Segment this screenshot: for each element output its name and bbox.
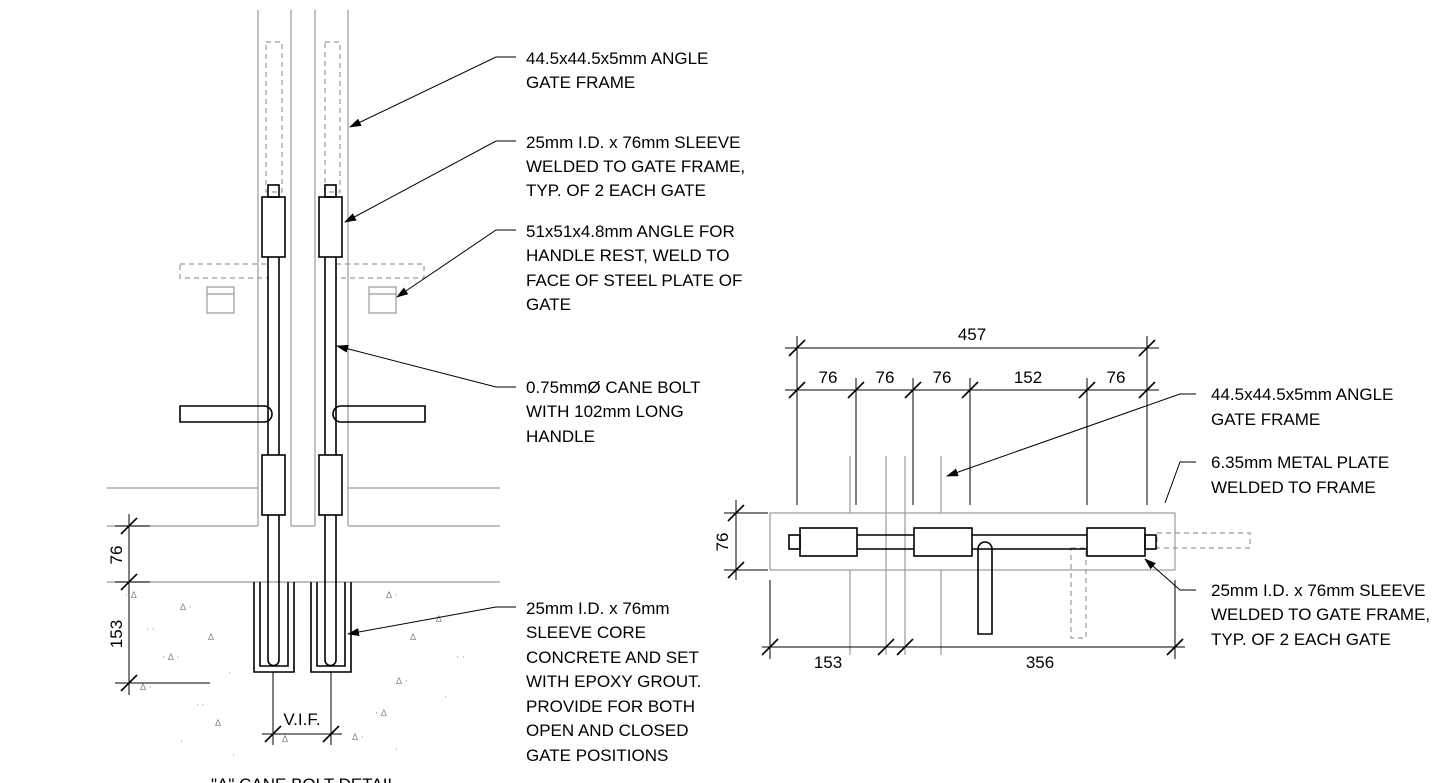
left-label-handle-rest: 51x51x4.8mm ANGLE FOR HANDLE REST, WELD … [526,222,742,314]
dim-76-side: 76 [713,533,732,552]
svg-text:·: · [232,751,235,761]
right-label-plate: 6.35mm METAL PLATE WELDED TO FRAME [1211,453,1389,497]
svg-text:GATE: GATE [526,295,571,314]
concrete-hatch: · ∆ ∆ · · · ∆ · ∆ · · ∆ · · · ∆ · ∆ · · … [125,591,465,761]
plate-lines [107,487,500,583]
cane-bolt-right [310,184,426,673]
svg-text:WITH 102mm LONG: WITH 102mm LONG [526,402,684,421]
right-label-gate-frame: 44.5x44.5x5mm ANGLE GATE FRAME [1211,385,1393,429]
svg-text:· ·: · · [196,701,205,711]
left-label-core-sleeve: 25mm I.D. x 76mm SLEEVE CORE CONCRETE AN… [526,599,701,765]
left-label-cane-bolt: 0.75mmØ CANE BOLT WITH 102mm LONG HANDLE [526,378,700,446]
svg-text:· ·: · · [456,653,465,663]
svg-text:25mm I.D. x 76mm SLEEVE: 25mm I.D. x 76mm SLEEVE [1211,581,1425,600]
svg-text:HANDLE REST, WELD TO: HANDLE REST, WELD TO [526,246,729,265]
svg-text:0.75mmØ CANE BOLT: 0.75mmØ CANE BOLT [526,378,700,397]
svg-text:∆: ∆ [214,719,222,729]
vif-dimension: V.I.F. [262,672,342,745]
svg-text:51x51x4.8mm ANGLE FOR: 51x51x4.8mm ANGLE FOR [526,222,735,241]
svg-text:TYP. OF 2 EACH GATE: TYP. OF 2 EACH GATE [1211,630,1391,649]
bottom-dimensions: 153 356 [761,580,1185,672]
svg-text:∆ ·: ∆ · [351,733,364,743]
dim-seg-1: 76 [819,368,838,387]
svg-text:· ∆: · ∆ [375,709,388,719]
dim-seg-4: 152 [1014,368,1042,387]
cane-bolt-left [179,184,295,673]
svg-text:44.5x44.5x5mm ANGLE: 44.5x44.5x5mm ANGLE [526,49,708,68]
svg-text:PROVIDE FOR BOTH: PROVIDE FOR BOTH [526,697,695,716]
right-leaders [946,393,1196,591]
top-dimensions: 457 76 76 76 152 76 [785,325,1159,505]
left-label-sleeve: 25mm I.D. x 76mm SLEEVE WELDED TO GATE F… [526,133,745,200]
right-label-sleeve: 25mm I.D. x 76mm SLEEVE WELDED TO GATE F… [1211,581,1430,649]
svg-text:FACE OF STEEL PLATE OF: FACE OF STEEL PLATE OF [526,271,742,290]
svg-text:· ∆ ·: · ∆ · [162,653,179,663]
svg-text:GATE FRAME: GATE FRAME [526,73,635,92]
cane-bolt-plan [788,527,1157,635]
dim-153-left: 153 [107,620,126,648]
dim-vif: V.I.F. [283,710,320,729]
svg-text:·: · [180,737,183,747]
dim-356: 356 [1026,653,1054,672]
side-dimension: 76 [713,500,768,580]
svg-text:∆ ·: ∆ · [139,683,152,693]
dim-153-right: 153 [814,653,842,672]
detail-title: "A" CANE BOLT DETAIL [211,775,397,783]
svg-text:CONCRETE AND SET: CONCRETE AND SET [526,648,699,667]
svg-text:∆ ·: ∆ · [395,677,408,687]
svg-text:TYP. OF 2 EACH GATE: TYP. OF 2 EACH GATE [526,181,706,200]
left-leaders [336,56,516,636]
svg-text:∆: ∆ [409,633,417,643]
svg-text:·: · [395,745,398,755]
metal-plate [769,456,1251,655]
svg-text:OPEN AND CLOSED: OPEN AND CLOSED [526,721,689,740]
left-vertical-dims: 76 153 [107,514,210,695]
svg-text:GATE FRAME: GATE FRAME [1211,410,1320,429]
svg-text:WITH EPOXY GROUT.: WITH EPOXY GROUT. [526,672,701,691]
dim-seg-2: 76 [876,368,895,387]
svg-text:25mm I.D. x 76mm: 25mm I.D. x 76mm [526,599,670,618]
right-detail: 457 76 76 76 152 76 76 153 356 [713,325,1430,672]
svg-text:HANDLE: HANDLE [526,427,595,446]
svg-text:6.35mm METAL PLATE: 6.35mm METAL PLATE [1211,453,1389,472]
svg-text:·: · [444,693,447,703]
svg-text:WELDED TO FRAME: WELDED TO FRAME [1211,478,1376,497]
svg-text:∆ ·: ∆ · [385,591,398,601]
dim-76-left: 76 [107,546,126,565]
svg-text:· ∆: · ∆ [430,615,443,625]
svg-text:WELDED TO GATE FRAME,: WELDED TO GATE FRAME, [1211,605,1430,624]
gate-frame-posts [257,10,349,526]
svg-text:GATE POSITIONS: GATE POSITIONS [526,746,668,765]
svg-text:WELDED TO GATE FRAME,: WELDED TO GATE FRAME, [526,157,745,176]
left-detail: · ∆ ∆ · · · ∆ · ∆ · · ∆ · · · ∆ · ∆ · · … [107,10,745,783]
svg-text:∆ ·: ∆ · [179,603,192,613]
svg-text:44.5x44.5x5mm ANGLE: 44.5x44.5x5mm ANGLE [1211,385,1393,404]
svg-text:SLEEVE CORE: SLEEVE CORE [526,623,646,642]
left-label-gate-frame: 44.5x44.5x5mm ANGLE GATE FRAME [526,49,708,92]
svg-text:25mm I.D. x 76mm SLEEVE: 25mm I.D. x 76mm SLEEVE [526,133,740,152]
svg-text:· ·: · · [146,625,155,635]
svg-text:∆: ∆ [207,633,215,643]
svg-text:·: · [228,669,231,679]
dim-seg-3: 76 [933,368,952,387]
handle-rest-angles [179,263,425,314]
dim-457: 457 [958,325,986,344]
dim-seg-5: 76 [1107,368,1126,387]
svg-text:· ∆: · ∆ [125,591,138,601]
svg-text:∆: ∆ [281,735,289,745]
